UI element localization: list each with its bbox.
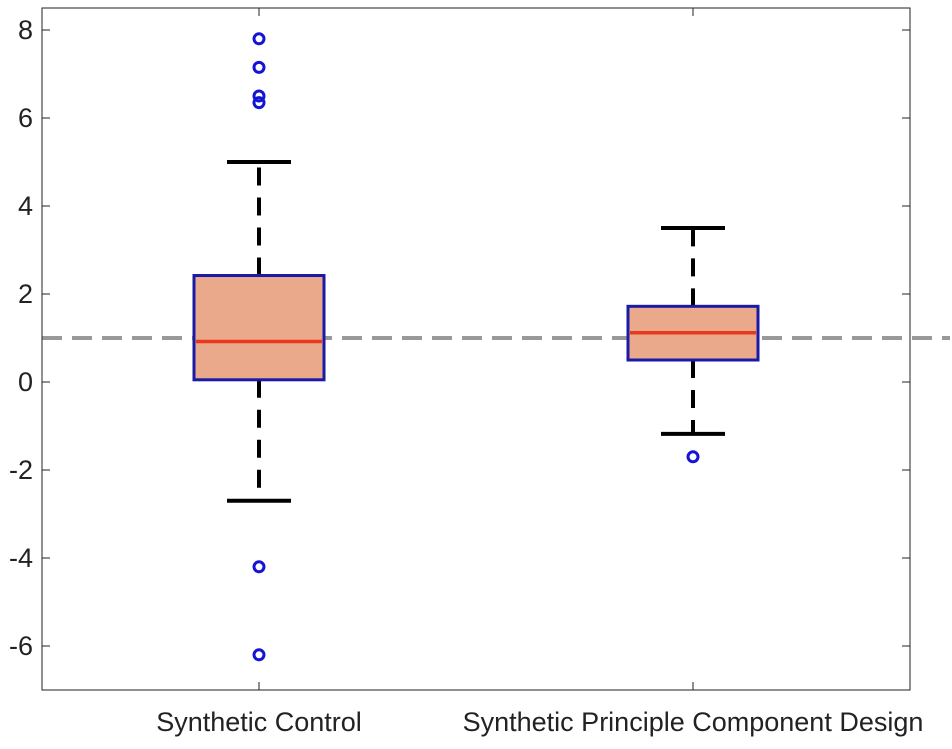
outlier-point [686,450,700,464]
box-group [192,32,326,662]
outlier-point [252,60,266,74]
y-tick-label: 2 [18,279,33,309]
outlier-point [252,89,266,103]
x-axis-ticks: Synthetic Control Synthetic Principle Com… [156,8,923,737]
box-group [626,226,760,464]
y-tick-label: 4 [18,191,33,221]
y-axis-ticks: -6 -4 -2 0 2 4 6 8 [9,15,910,661]
y-tick-label: -4 [9,543,33,573]
outlier-point [252,96,266,110]
axes-frame [41,7,911,691]
outlier-point [252,560,266,574]
outlier-point [252,648,266,662]
outlier-point [252,32,266,46]
y-tick-label: 8 [18,15,33,45]
iqr-box [192,274,326,382]
y-tick-label: -2 [9,455,33,485]
y-tick-label: 6 [18,103,33,133]
box-marks-layer [192,32,760,662]
x-tick-label: Synthetic Principle Component Design [463,707,924,737]
y-tick-label: -6 [9,631,33,661]
x-tick-label: Synthetic Control [156,707,362,737]
axes-layer [41,7,911,691]
y-tick-label: 0 [18,367,33,397]
